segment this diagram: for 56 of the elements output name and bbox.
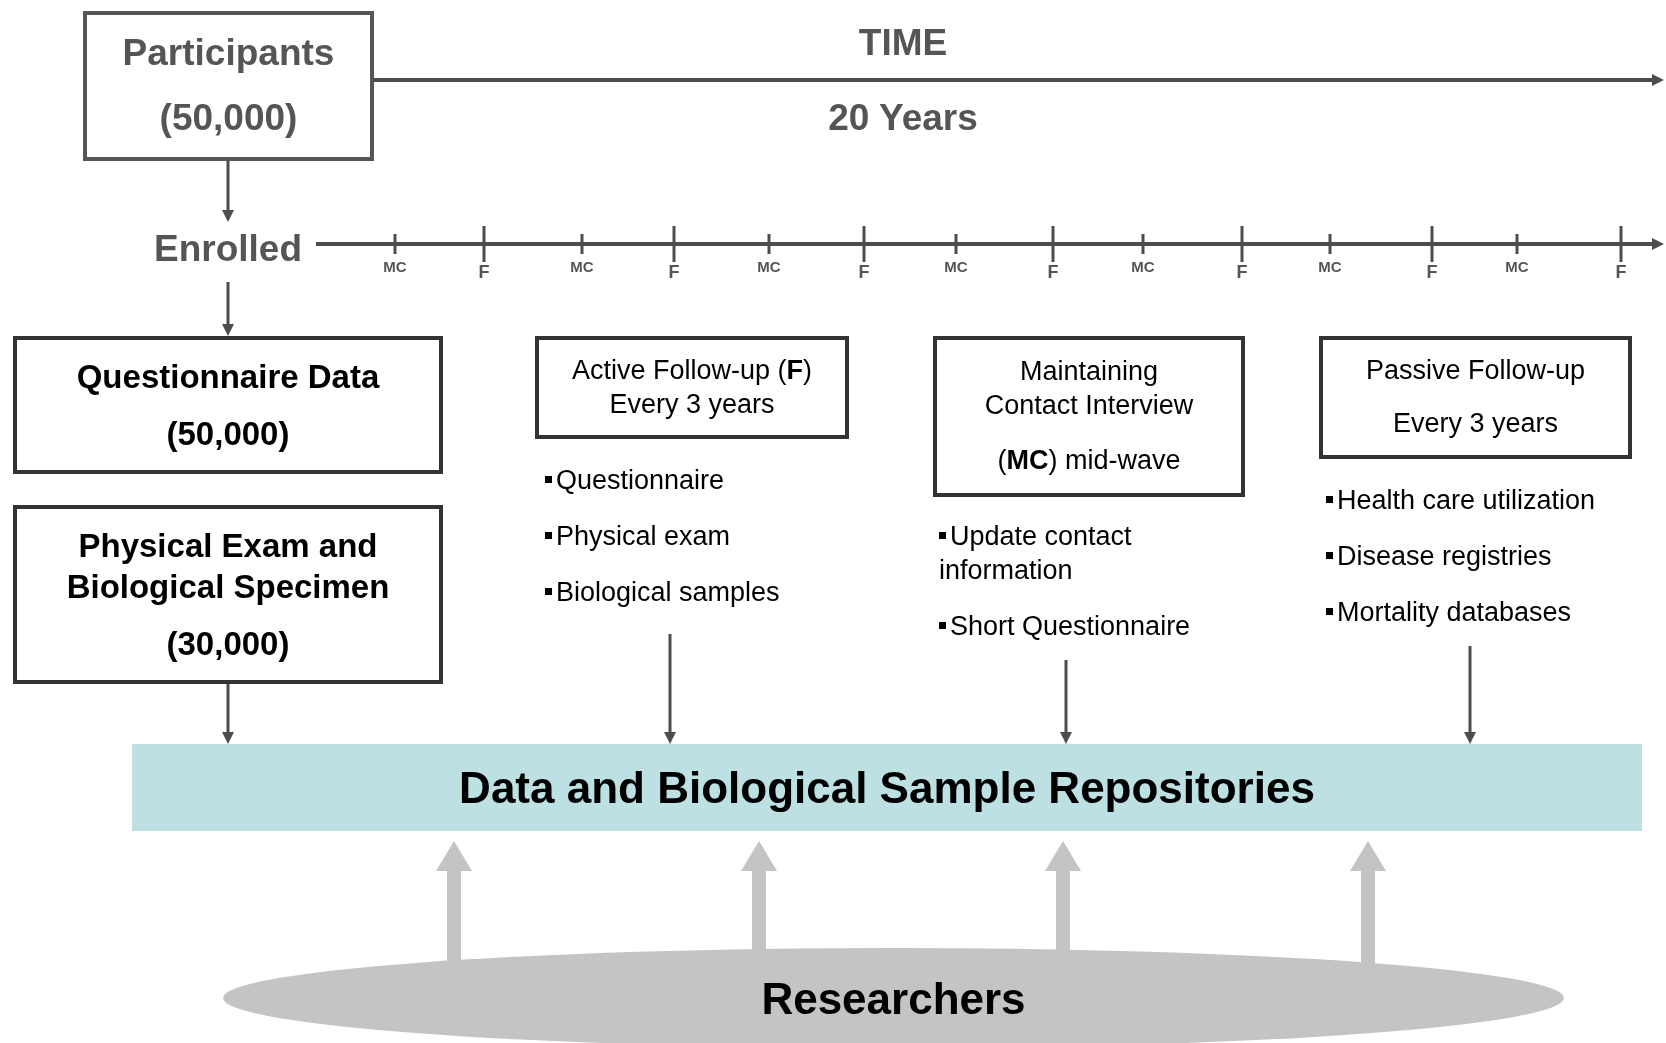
tick-label: F <box>478 262 490 283</box>
list-item: Update contact information <box>939 520 1269 588</box>
list-item: Biological samples <box>545 575 780 610</box>
tick-label: MC <box>1318 258 1342 275</box>
arrow <box>222 282 234 336</box>
axis-title: TIME <box>858 22 948 64</box>
process-box <box>933 336 1245 497</box>
arrow <box>1350 841 1386 965</box>
tick-label: F <box>1615 262 1627 283</box>
process-box <box>535 336 849 439</box>
node-text: Active Follow-up (F) Every 3 years <box>570 353 814 421</box>
list-item: Health care utilization <box>1326 484 1596 518</box>
node-text: Participants <box>122 31 335 76</box>
arrow <box>664 634 676 744</box>
list-item: Mortality databases <box>1326 595 1572 630</box>
node-text: Physical Exam and Biological Specimen <box>65 525 391 608</box>
node-text: (30,000) <box>166 623 290 664</box>
tick-label: MC <box>1131 258 1155 275</box>
process-box <box>1319 336 1632 459</box>
node-text: Passive Follow-up <box>1365 353 1586 387</box>
node-text: (50,000) <box>166 413 290 454</box>
tick-label: MC <box>383 258 407 275</box>
node-text: Questionnaire Data <box>76 356 380 397</box>
tick-label: F <box>1426 262 1438 283</box>
tick-label: MC <box>570 258 594 275</box>
duration-label: 20 Years <box>828 97 978 139</box>
data-box <box>13 505 443 684</box>
node-text: Researchers <box>761 972 1026 1025</box>
process-box <box>83 11 374 161</box>
node-text: Data and Biological Sample Repositories <box>459 762 1315 814</box>
tick-label: MC <box>1505 258 1529 275</box>
tick-label: MC <box>944 258 968 275</box>
tick-label: F <box>858 262 870 283</box>
node-text: Every 3 years <box>1392 407 1559 441</box>
list-item: Short Questionnaire <box>939 609 1191 644</box>
arrow <box>222 684 234 744</box>
data-box <box>13 336 443 474</box>
list-item: Questionnaire <box>545 464 725 498</box>
tick-label: F <box>1047 262 1059 283</box>
node-text: (MC) mid-wave <box>997 444 1181 478</box>
timeline-arrow <box>316 226 1664 262</box>
timeline-arrow <box>374 74 1664 86</box>
node-text: (50,000) <box>159 96 298 141</box>
arrow <box>436 841 472 963</box>
arrow <box>1060 660 1072 744</box>
list-item: Physical exam <box>545 519 731 554</box>
arrow <box>1464 646 1476 744</box>
node-text: Enrolled <box>154 227 302 271</box>
tick-label: F <box>668 262 680 283</box>
tick-label: F <box>1236 262 1248 283</box>
arrow <box>222 161 234 222</box>
node-text: Maintaining Contact Interview <box>983 354 1195 422</box>
tick-label: MC <box>757 258 781 275</box>
list-item: Disease registries <box>1326 539 1552 574</box>
arrow <box>741 841 777 951</box>
repository-band <box>132 744 1642 831</box>
